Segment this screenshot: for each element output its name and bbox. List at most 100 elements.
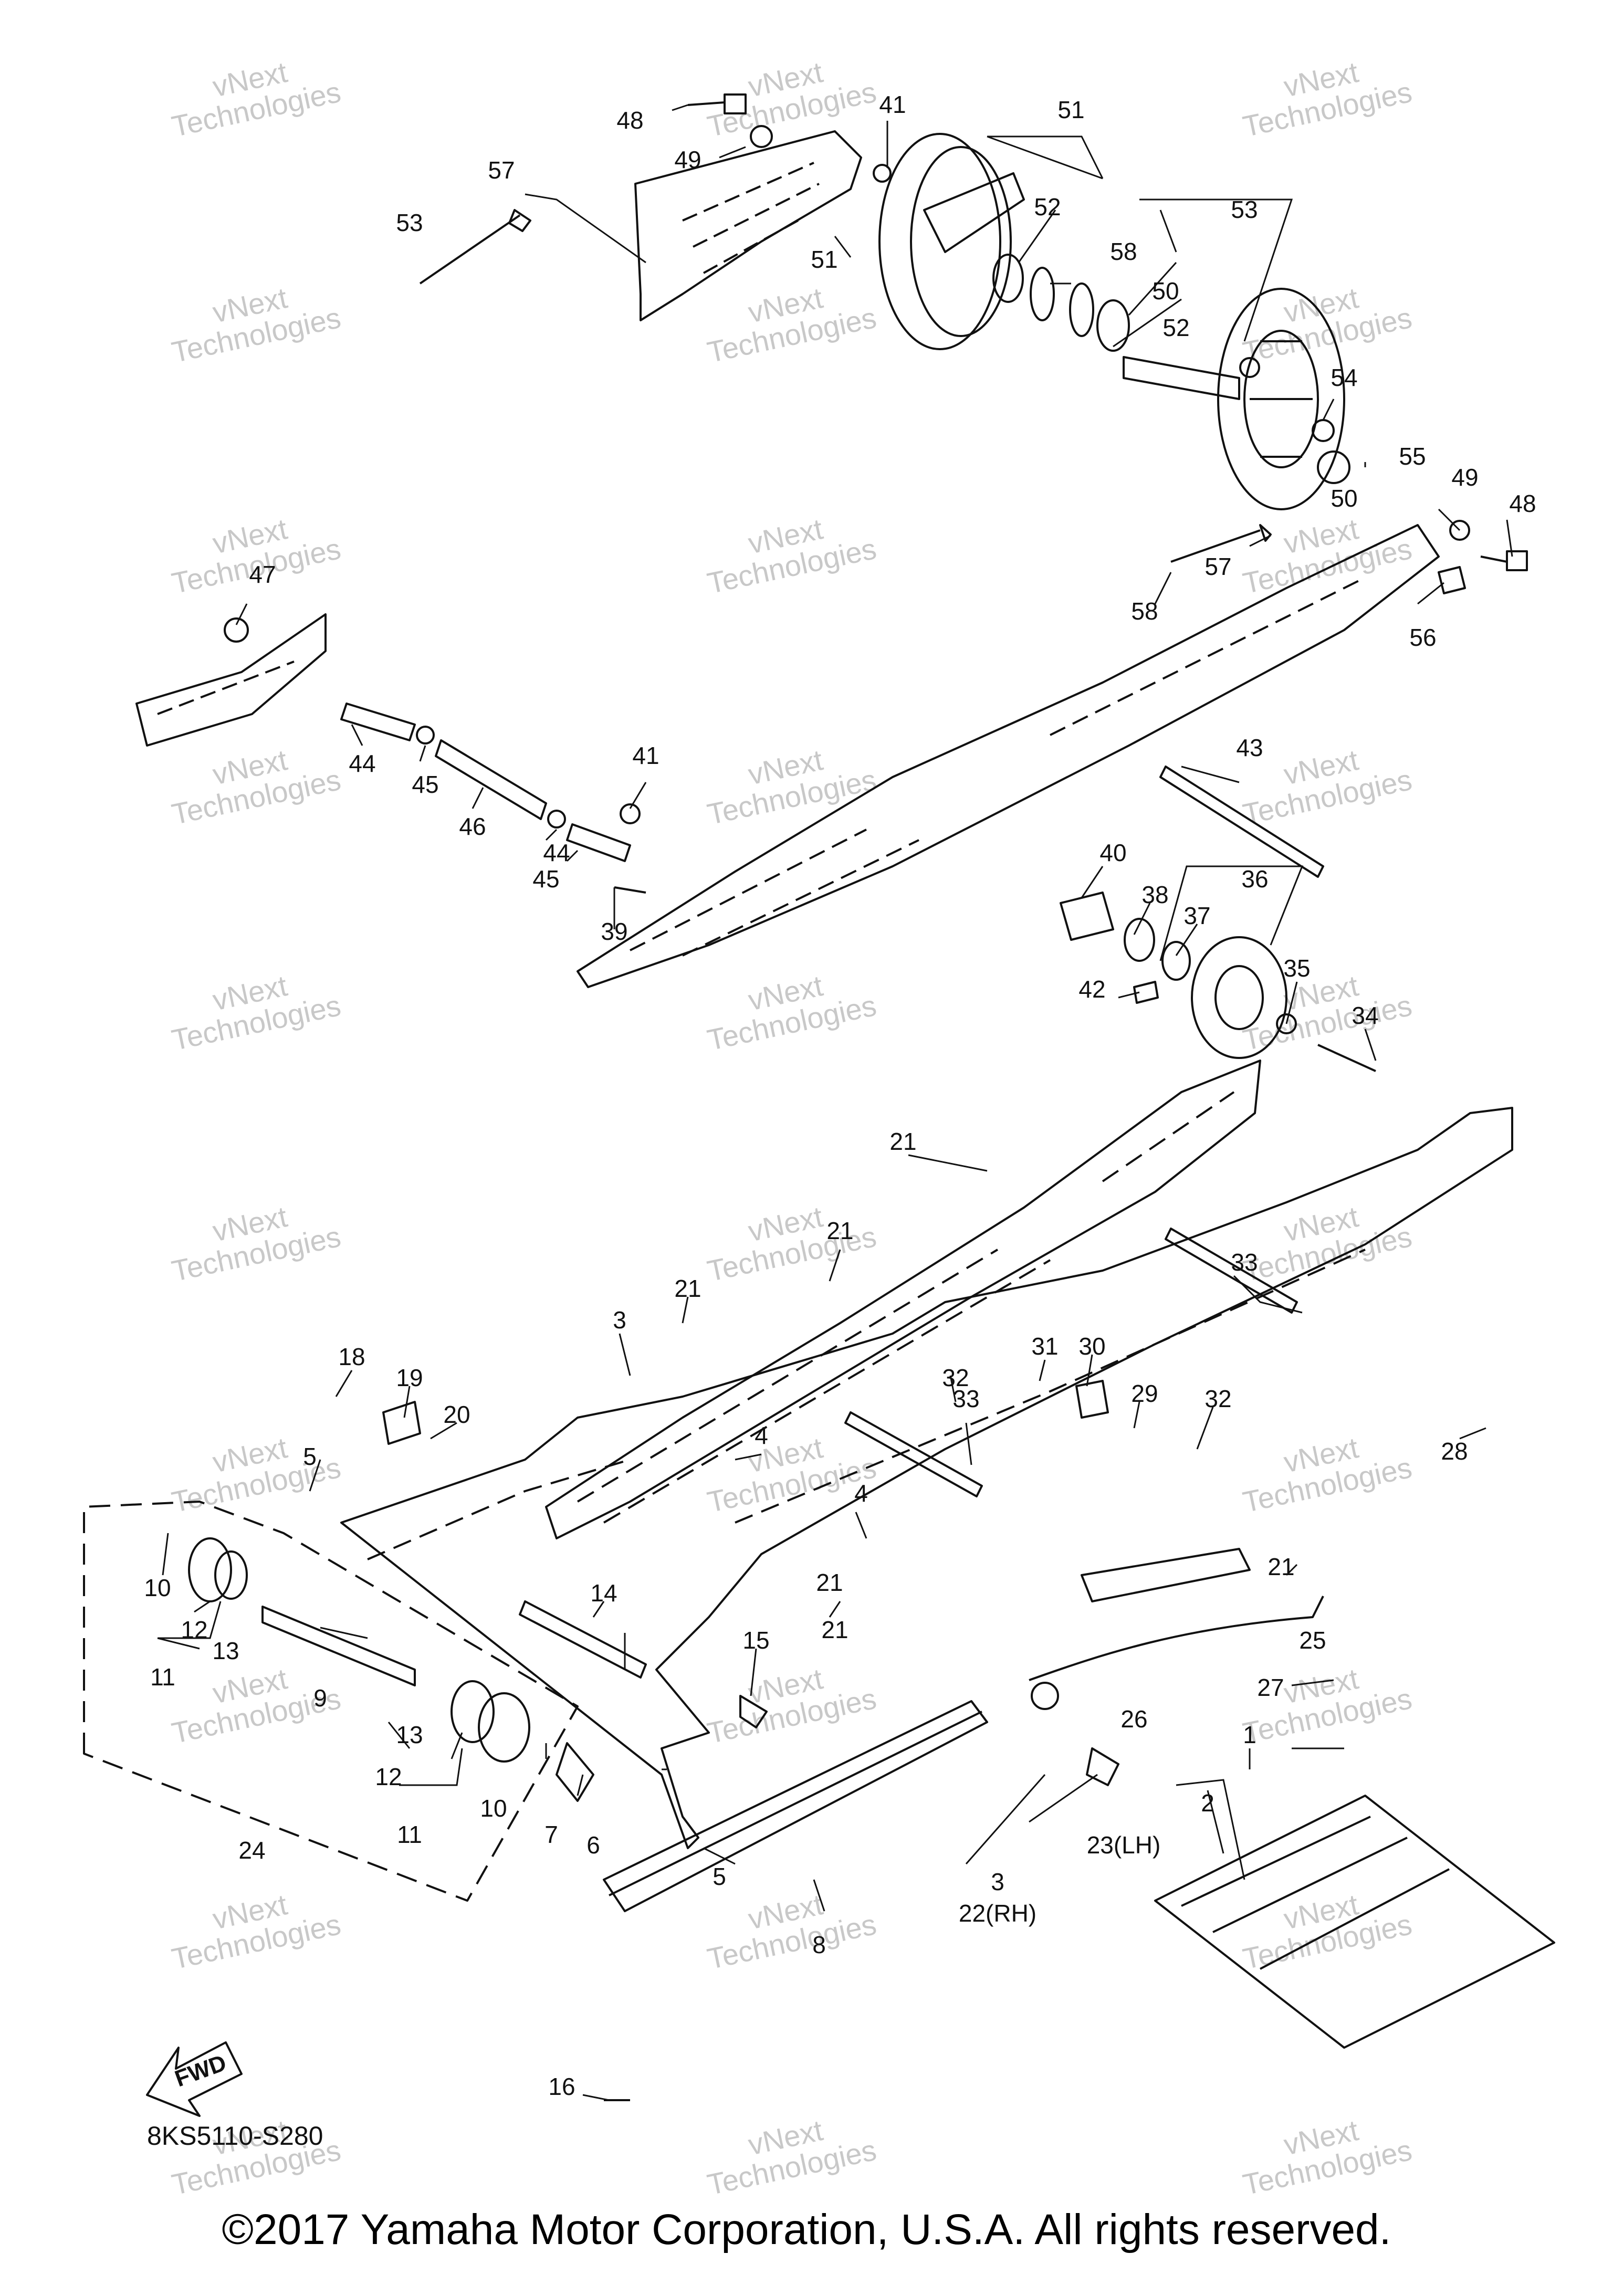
callout-49: 49 bbox=[1451, 464, 1478, 491]
callout-13: 13 bbox=[396, 1721, 423, 1748]
callout-18: 18 bbox=[338, 1343, 365, 1370]
callout-31: 31 bbox=[1031, 1333, 1058, 1360]
shafts-middle bbox=[340, 703, 1324, 894]
callout-21: 21 bbox=[816, 1569, 843, 1596]
callout-52: 52 bbox=[1034, 193, 1061, 221]
callout-26: 26 bbox=[1120, 1705, 1147, 1733]
callout-41: 41 bbox=[879, 91, 906, 118]
callout-39: 39 bbox=[601, 918, 627, 945]
callout-11: 11 bbox=[150, 1663, 175, 1691]
callout-33: 33 bbox=[1231, 1249, 1258, 1276]
callout-36: 36 bbox=[1241, 865, 1268, 893]
callout-21: 21 bbox=[821, 1616, 848, 1643]
callout-45: 45 bbox=[532, 865, 559, 893]
callout-29: 29 bbox=[1131, 1380, 1158, 1407]
left-arm-end bbox=[135, 613, 327, 747]
callout-43: 43 bbox=[1236, 734, 1263, 761]
collars-bearings bbox=[992, 254, 1130, 352]
callout-33: 33 bbox=[952, 1385, 979, 1412]
drive-sprocket-right bbox=[1217, 288, 1345, 510]
callout-8: 8 bbox=[812, 1931, 826, 1958]
callout-16: 16 bbox=[548, 2073, 575, 2100]
callout-5: 5 bbox=[303, 1443, 317, 1470]
callout-57: 57 bbox=[488, 156, 515, 184]
rear-axle-group bbox=[83, 1501, 594, 1902]
upper-rear-rail bbox=[577, 524, 1440, 988]
callout-6: 6 bbox=[586, 1831, 600, 1859]
leader-lines bbox=[157, 104, 1513, 2101]
callout-10: 10 bbox=[480, 1795, 507, 1822]
drive-sprocket-left bbox=[878, 133, 1025, 350]
callout-48: 48 bbox=[1509, 490, 1536, 517]
callout-54: 54 bbox=[1331, 364, 1357, 391]
bolts-top bbox=[419, 93, 1528, 594]
callout-48: 48 bbox=[616, 107, 643, 134]
lower-hardware bbox=[382, 1380, 1324, 2101]
callout-50: 50 bbox=[1152, 277, 1179, 305]
callout-21: 21 bbox=[889, 1128, 916, 1155]
slider bbox=[603, 1700, 988, 1912]
idler-wheel bbox=[1060, 892, 1376, 1072]
callout-25: 25 bbox=[1299, 1627, 1326, 1654]
callout-11: 11 bbox=[397, 1821, 422, 1848]
right-slide-rail bbox=[545, 1060, 1261, 1539]
callout-45: 45 bbox=[412, 771, 438, 798]
callout-3: 3 bbox=[613, 1306, 626, 1334]
callout-57: 57 bbox=[1204, 553, 1231, 580]
callout-49: 49 bbox=[674, 146, 701, 173]
callout-58: 58 bbox=[1131, 597, 1158, 625]
left-slide-rail bbox=[340, 1107, 1513, 1849]
callout-28: 28 bbox=[1441, 1438, 1468, 1465]
callout-46: 46 bbox=[459, 813, 486, 840]
callout-21: 21 bbox=[1268, 1553, 1294, 1580]
callout-22-rh-: 22(RH) bbox=[959, 1900, 1036, 1927]
callout-47: 47 bbox=[249, 561, 276, 588]
upper-left-rail bbox=[634, 130, 862, 321]
callout-3: 3 bbox=[991, 1868, 1004, 1895]
callout-53: 53 bbox=[396, 209, 423, 236]
callout-58: 58 bbox=[1110, 238, 1137, 265]
callout-19: 19 bbox=[396, 1364, 423, 1391]
drive-axle bbox=[1123, 356, 1260, 400]
callout-2: 2 bbox=[1201, 1789, 1214, 1817]
callout-40: 40 bbox=[1099, 839, 1126, 866]
callout-12: 12 bbox=[181, 1616, 207, 1643]
callout-30: 30 bbox=[1078, 1333, 1105, 1360]
callout-1: 1 bbox=[1243, 1721, 1256, 1748]
long-shafts-lower bbox=[519, 1228, 1298, 1679]
callout-10: 10 bbox=[144, 1574, 171, 1601]
callout-21: 21 bbox=[674, 1275, 701, 1302]
callout-7: 7 bbox=[544, 1821, 558, 1848]
callout-53: 53 bbox=[1231, 196, 1258, 223]
callout-56: 56 bbox=[1409, 624, 1436, 651]
callout-41: 41 bbox=[632, 742, 659, 769]
fwd-arrow bbox=[146, 2041, 243, 2117]
callout-55: 55 bbox=[1399, 443, 1426, 470]
callout-4: 4 bbox=[755, 1422, 768, 1449]
callout-44: 44 bbox=[349, 750, 375, 777]
callout-17: 17 bbox=[0, 0, 14, 5]
callout-23-lh-: 23(LH) bbox=[1087, 1831, 1161, 1859]
callout-52: 52 bbox=[1162, 314, 1189, 341]
callout-13: 13 bbox=[212, 1637, 239, 1664]
callout-42: 42 bbox=[1078, 976, 1105, 1003]
callout-5: 5 bbox=[713, 1863, 726, 1890]
callout-38: 38 bbox=[1141, 881, 1168, 908]
callout-20: 20 bbox=[443, 1401, 470, 1428]
callout-51: 51 bbox=[1057, 96, 1084, 123]
callout-51: 51 bbox=[811, 246, 837, 273]
callout-27: 27 bbox=[1257, 1674, 1284, 1701]
track-section bbox=[1154, 1795, 1555, 2049]
callout-14: 14 bbox=[590, 1579, 617, 1607]
callout-37: 37 bbox=[1183, 902, 1210, 929]
drawing bbox=[83, 93, 1555, 2117]
callout-32: 32 bbox=[1204, 1385, 1231, 1412]
callout-12: 12 bbox=[375, 1763, 402, 1790]
callout-4: 4 bbox=[854, 1480, 868, 1507]
callout-24: 24 bbox=[238, 1837, 265, 1864]
callout-15: 15 bbox=[742, 1627, 769, 1654]
callout-32: 32 bbox=[942, 1364, 969, 1391]
